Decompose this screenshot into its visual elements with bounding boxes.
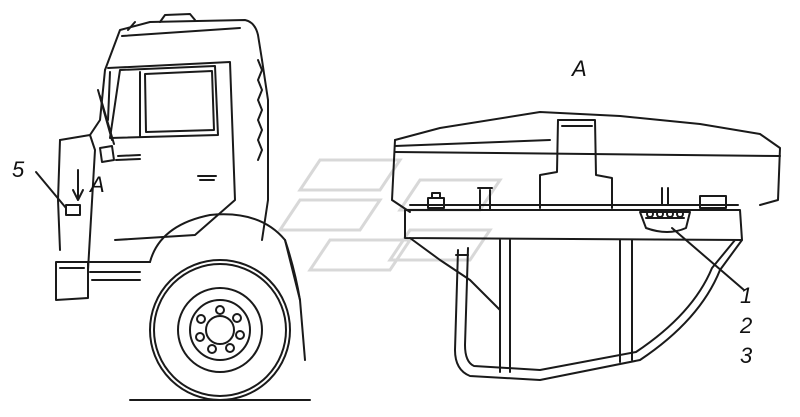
callout-1-label: 1: [740, 283, 753, 308]
callout-5-label: 5: [12, 157, 25, 182]
truck-cab-drawing: [35, 13, 311, 401]
callout-2-label: 2: [740, 313, 753, 338]
watermark-logo: [277, 158, 503, 272]
callout-3-label: 3: [740, 343, 753, 368]
view-a-drawing: [391, 111, 781, 381]
view-a-title: A: [572, 56, 587, 81]
view-a-arrow-label: A: [90, 172, 105, 197]
